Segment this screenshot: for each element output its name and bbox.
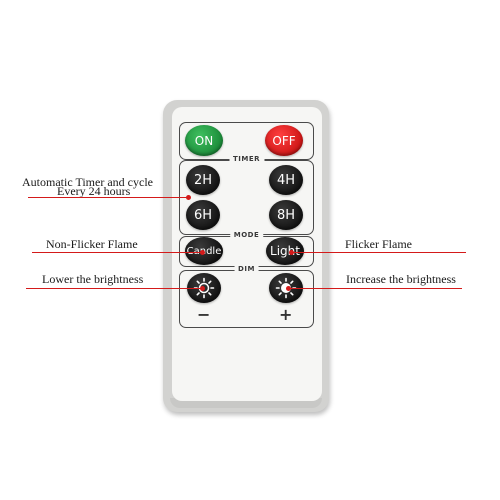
lower-brightness-annotation: Lower the brightness <box>42 272 144 286</box>
timer-annotation-line <box>28 197 188 199</box>
minus-sign: − <box>197 305 211 324</box>
timer-4h-label: 4H <box>276 172 296 188</box>
timer-annotation-dot <box>186 195 191 200</box>
increase-brightness-annotation-line <box>288 288 462 290</box>
light-button[interactable]: Light <box>266 237 304 265</box>
timer-8h-button[interactable]: 8H <box>269 200 303 230</box>
timer-annotation-line2: Every 24 hours <box>57 184 131 198</box>
off-button[interactable]: OFF <box>265 125 303 156</box>
flicker-annotation-dot <box>289 250 294 255</box>
timer-6h-label: 6H <box>193 207 213 223</box>
on-button[interactable]: ON <box>185 125 223 156</box>
lower-brightness-annotation-line <box>26 288 202 290</box>
timer-2h-label: 2H <box>193 172 213 188</box>
increase-brightness-annotation-dot <box>286 286 291 291</box>
flicker-annotation: Flicker Flame <box>345 237 412 251</box>
on-button-label: ON <box>194 133 214 148</box>
lower-brightness-annotation-dot <box>200 286 205 291</box>
timer-panel-title: TIMER <box>228 155 265 163</box>
dim-panel-title: DIM <box>234 265 259 273</box>
plus-sign: + <box>279 305 293 324</box>
remote-bottom-edge <box>170 398 322 408</box>
increase-brightness-annotation: Increase the brightness <box>346 272 456 286</box>
non-flicker-annotation: Non-Flicker Flame <box>46 237 138 251</box>
timer-annotation-line1: Automatic Timer and cycle <box>22 175 153 189</box>
flicker-annotation-line <box>291 252 466 254</box>
non-flicker-annotation-line <box>32 252 202 254</box>
timer-6h-button[interactable]: 6H <box>186 200 220 230</box>
non-flicker-annotation-dot <box>200 250 205 255</box>
timer-2h-button[interactable]: 2H <box>186 165 220 195</box>
timer-8h-label: 8H <box>276 207 296 223</box>
mode-panel-title: MODE <box>229 231 264 239</box>
off-button-label: OFF <box>272 133 296 148</box>
timer-4h-button[interactable]: 4H <box>269 165 303 195</box>
light-button-label: Light <box>270 244 300 258</box>
dim-panel: DIM <box>179 265 314 328</box>
